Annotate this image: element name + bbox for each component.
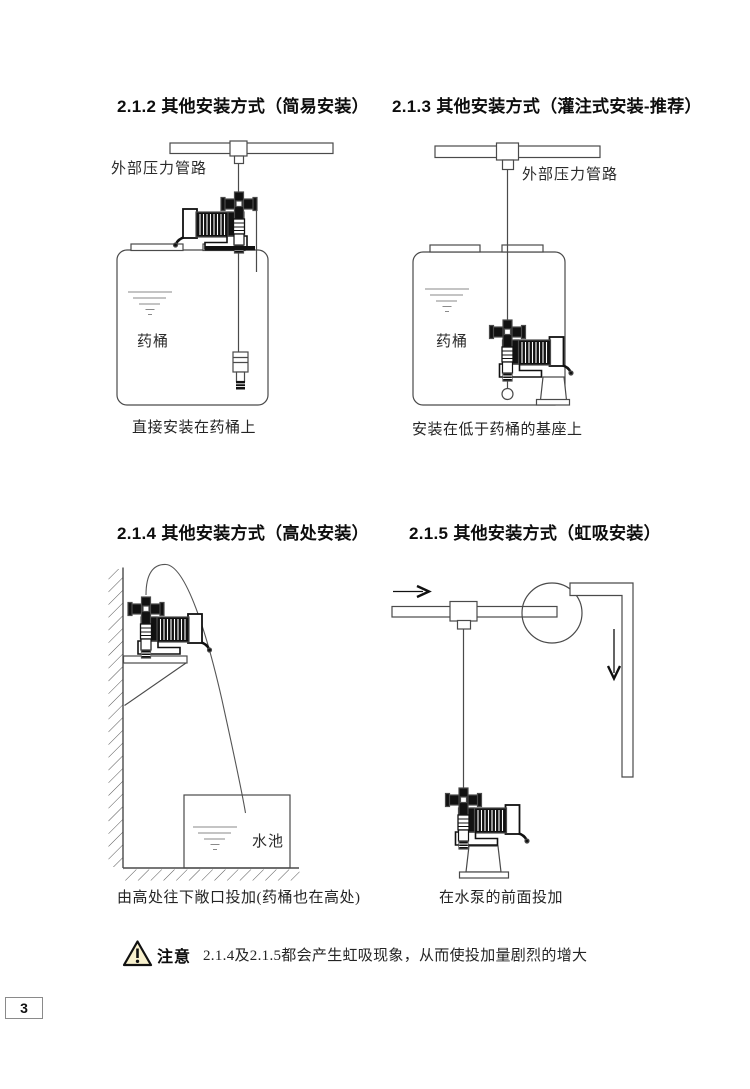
diagram-flooded-install — [412, 142, 601, 406]
pedestal-base — [535, 398, 571, 406]
pipe-tee-step — [233, 155, 245, 165]
pressure-pipe-label-212: 外部压力管路 — [111, 161, 208, 177]
dosing-hose — [145, 563, 247, 814]
dosing-pump — [126, 595, 213, 660]
warning-triangle-icon — [122, 940, 153, 967]
section-heading-2-1-5: 2.1.5 其他安装方式（虹吸安装） — [409, 524, 661, 543]
pressure-pipe-label-213: 外部压力管路 — [522, 167, 619, 183]
barrel-lid — [429, 244, 481, 253]
chemical-barrel — [116, 249, 269, 406]
wall-shelf — [122, 655, 188, 664]
caption-2-1-3: 安装在低于药桶的基座上 — [412, 422, 583, 438]
centrifugal-pump-volute — [521, 582, 583, 644]
flow-down-arrow-icon — [606, 629, 622, 682]
pedestal-base — [458, 871, 510, 879]
water-level-icon — [192, 826, 238, 851]
volute-outlet-pipe — [569, 582, 634, 778]
foot-valve — [232, 351, 249, 390]
caption-2-1-5: 在水泵的前面投加 — [439, 890, 564, 906]
caption-2-1-4: 由高处往下敞口投加(药桶也在高处) — [117, 890, 361, 906]
wall-hatching — [108, 569, 123, 867]
pipe-tee — [449, 600, 478, 622]
water-pool — [183, 794, 291, 869]
pipe-tee-step — [501, 159, 515, 171]
pump-pedestal — [465, 845, 502, 873]
barrel-lid — [130, 243, 184, 252]
shelf-brace — [124, 662, 187, 706]
notice-label: 注意 — [157, 949, 192, 966]
barrel-outlet — [501, 387, 514, 401]
barrel-label-212: 药桶 — [137, 334, 170, 350]
ground-hatching — [123, 869, 300, 881]
barrel-lid — [501, 244, 544, 253]
pressure-pipe — [169, 142, 334, 155]
caption-2-1-2: 直接安装在药桶上 — [132, 420, 257, 436]
section-heading-2-1-2: 2.1.2 其他安装方式（简易安装） — [117, 97, 369, 116]
pipe-tee — [229, 140, 248, 157]
diagram-simple-install — [116, 140, 334, 406]
pump-base-bar — [205, 246, 255, 251]
section-heading-2-1-4: 2.1.4 其他安装方式（高处安装） — [117, 524, 369, 543]
page-number: 3 — [5, 997, 43, 1019]
pipe-tee — [495, 142, 520, 161]
section-heading-2-1-3: 2.1.3 其他安装方式（灌注式安装-推荐） — [392, 97, 702, 116]
pipe-tee-step — [456, 619, 472, 630]
barrel-label-213: 药桶 — [436, 334, 469, 350]
pool-label-214: 水池 — [252, 834, 285, 850]
notice-text: 2.1.4及2.1.5都会产生虹吸现象，从而使投加量剧烈的增大 — [203, 948, 588, 964]
flow-right-arrow-icon — [393, 584, 432, 599]
dosing-pump — [444, 786, 531, 851]
diagram-high-install — [108, 563, 300, 881]
pump-pedestal — [539, 376, 568, 401]
diagram-siphon-install — [391, 582, 634, 879]
dosing-pump — [172, 190, 259, 255]
